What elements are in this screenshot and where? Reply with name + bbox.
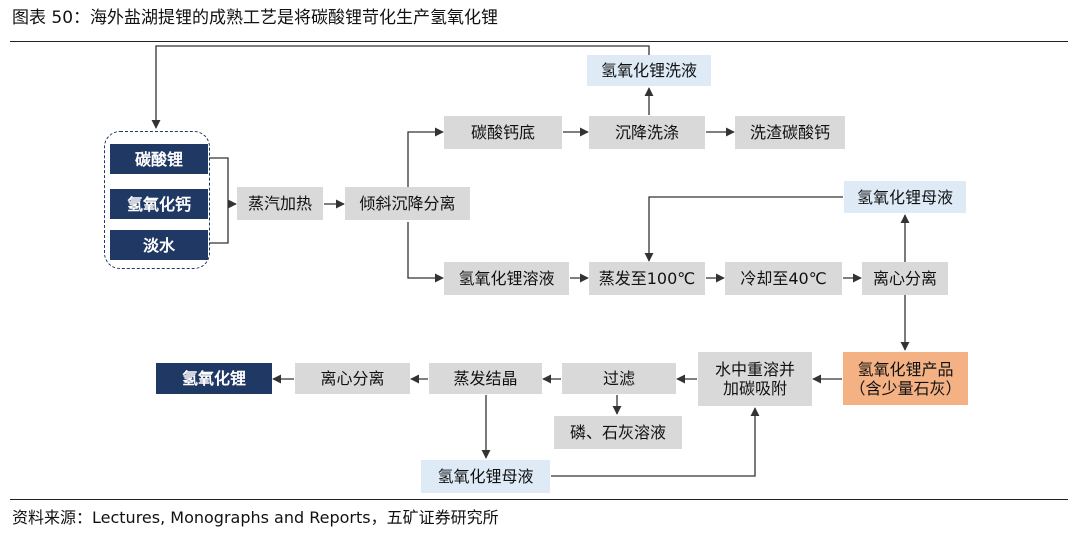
node-li2co3: 碳酸锂 [110,144,208,174]
node-evap-crystal: 蒸发结晶 [429,363,542,394]
node-lioh-final: 氢氧化锂 [156,363,272,394]
node-settle-wash: 沉降洗涤 [589,116,705,149]
node-p-lime-solution: 磷、石灰溶液 [554,416,682,449]
node-lioh-mother-2: 氢氧化锂母液 [421,460,550,493]
source-note: 资料来源：Lectures, Monographs and Reports，五矿… [12,508,499,527]
node-redissolve-line1: 水中重溶并 [714,360,795,379]
node-lioh-wash: 氢氧化锂洗液 [587,55,711,86]
node-centrifuge-2: 离心分离 [295,363,410,394]
decant-to-solution-arrow [407,222,444,283]
node-lioh-product: 氢氧化锂产品 （含少量石灰） [843,352,968,405]
mother-recycle-arrow [644,196,843,262]
mother-to-redissolve-arrow [551,407,760,477]
feedback-to-input-arrow [151,45,650,129]
node-lioh-product-line2: （含少量石灰） [849,378,962,398]
node-washed-caco3: 洗渣碳酸钙 [735,116,845,149]
bottom-rule [10,499,1068,500]
node-cool-40: 冷却至40℃ [725,262,842,295]
node-centrifuge-1: 离心分离 [862,262,948,295]
node-fresh-water: 淡水 [110,230,208,260]
node-lioh-mother-1: 氢氧化锂母液 [844,181,966,213]
node-decant: 倾斜沉降分离 [345,187,470,220]
input-merge-line [209,157,229,244]
decant-to-caco3-arrow [407,127,444,187]
node-redissolve: 水中重溶并 加碳吸附 [698,352,812,406]
node-lioh-solution: 氢氧化锂溶液 [444,262,569,295]
node-caco3-bottom: 碳酸钙底 [444,116,562,149]
node-caoh2: 氢氧化钙 [110,189,208,219]
node-redissolve-line2: 加碳吸附 [722,379,787,398]
node-evap-100: 蒸发至100℃ [589,262,705,295]
figure-title: 图表 50：海外盐湖提锂的成熟工艺是将碳酸锂苛化生产氢氧化锂 [12,8,499,28]
node-steam-heat: 蒸汽加热 [237,187,323,220]
node-filter: 过滤 [562,363,676,394]
top-rule [10,41,1068,42]
input-group-frame [104,131,210,269]
node-lioh-product-line1: 氢氧化锂产品 [857,359,954,379]
